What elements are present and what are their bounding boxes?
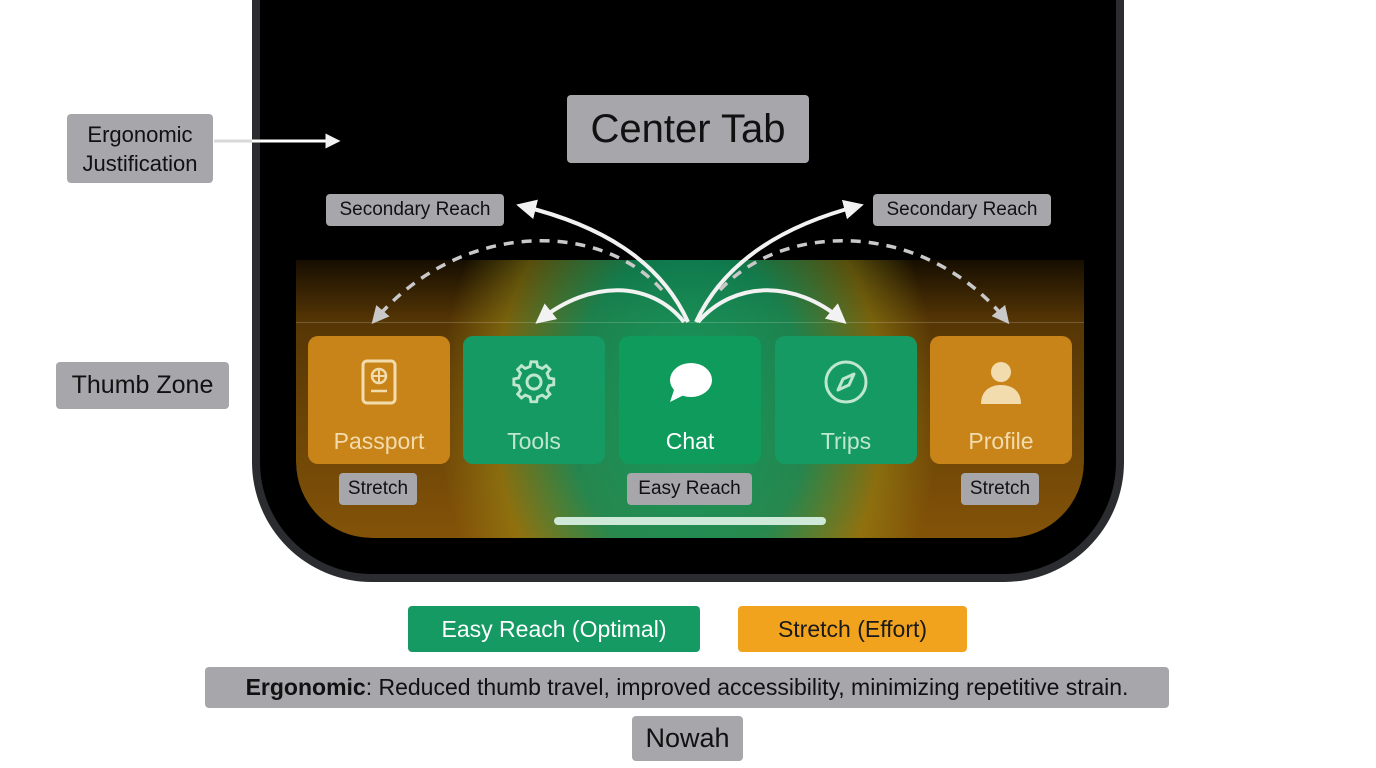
secondary-reach-arrow-left [516, 199, 690, 323]
tab-label: Profile [968, 428, 1034, 454]
tab-label: Passport [333, 428, 425, 454]
easy-reach-arrow-right [696, 288, 847, 324]
thumb-zone-label: Thumb Zone [56, 362, 229, 409]
stretch-label-right: Stretch [961, 473, 1039, 505]
tab-label: Chat [665, 428, 715, 454]
compass-icon [822, 358, 870, 406]
home-indicator [554, 517, 826, 525]
brand-label: Nowah [632, 716, 743, 761]
tab-profile[interactable]: Profile [930, 336, 1072, 464]
caption-bold: Ergonomic [245, 674, 366, 700]
tab-tools[interactable]: Tools [463, 336, 605, 464]
easy-reach-label: Easy Reach [627, 473, 752, 505]
tab-trips[interactable]: Trips [775, 336, 917, 464]
stretch-arrow-right [718, 239, 1010, 325]
stretch-arrow-left [371, 239, 664, 324]
legend-easy-reach: Easy Reach (Optimal) [408, 606, 700, 652]
secondary-reach-label-left: Secondary Reach [326, 194, 504, 226]
ergonomic-justification-label: Ergonomic Justification [67, 114, 213, 183]
tab-passport[interactable]: Passport [308, 336, 450, 464]
caption-text: : Reduced thumb travel, improved accessi… [365, 674, 1129, 700]
ergonomic-caption: Ergonomic: Reduced thumb travel, improve… [205, 667, 1169, 708]
tab-chat[interactable]: Chat [619, 336, 761, 464]
center-tab-label: Center Tab [567, 95, 809, 163]
secondary-reach-arrow-right [694, 199, 864, 323]
passport-icon [355, 358, 403, 406]
secondary-reach-label-right: Secondary Reach [873, 194, 1051, 226]
chat-bubble-icon [666, 358, 714, 406]
gear-icon [510, 358, 558, 406]
easy-reach-arrow-left [535, 288, 686, 324]
tab-label: Tools [507, 428, 561, 454]
tab-label: Trips [820, 428, 872, 454]
legend-stretch: Stretch (Effort) [738, 606, 967, 652]
stretch-label-left: Stretch [339, 473, 417, 505]
person-icon [977, 358, 1025, 406]
